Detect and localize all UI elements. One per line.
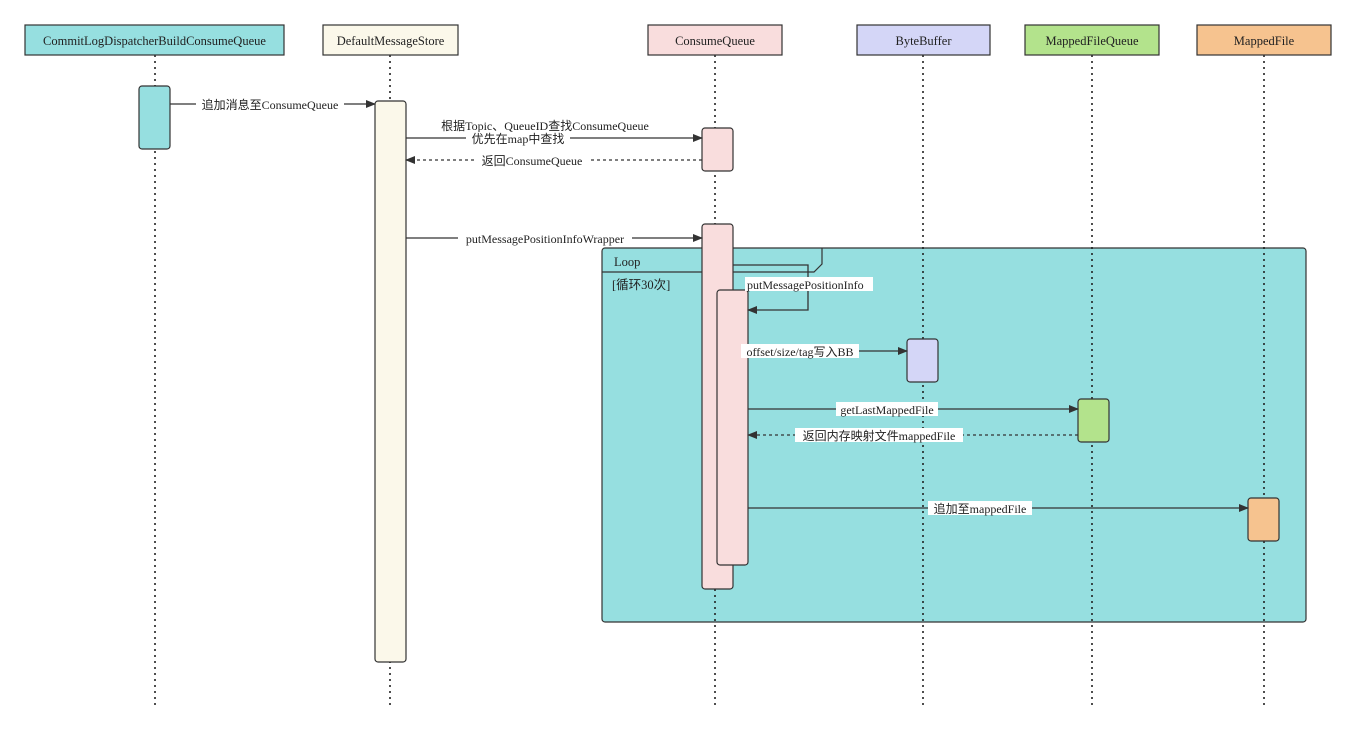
message-label: putMessagePositionInfoWrapper xyxy=(466,232,624,246)
participant-store-box xyxy=(322,24,459,56)
message-label: offset/size/tag写入BB xyxy=(746,345,853,359)
participant-commitlog-box xyxy=(24,24,285,56)
participant-mappedfile-label: MappedFile xyxy=(1234,34,1295,48)
message-append-mapped-file: 追加至mappedFile xyxy=(748,501,1249,516)
message-label: 追加消息至ConsumeQueue xyxy=(202,97,339,112)
participant-mappedfilequeue-label: MappedFileQueue xyxy=(1045,34,1138,48)
message-label-bg xyxy=(836,402,938,416)
activation-mappedfilequeue xyxy=(1077,398,1110,443)
participant-mappedfilequeue: MappedFileQueue xyxy=(1024,24,1160,56)
activation-consumequeue-put xyxy=(716,289,749,566)
message-label: 追加至mappedFile xyxy=(934,501,1027,516)
participant-store: DefaultMessageStore xyxy=(322,24,459,56)
participant-mappedfile: MappedFile xyxy=(1196,24,1332,56)
activations xyxy=(138,85,1280,663)
message-return-consumequeue: 返回ConsumeQueue xyxy=(405,153,702,168)
message-label-bg xyxy=(196,97,344,112)
message-label-bg xyxy=(928,501,1032,515)
participant-consumequeue-box xyxy=(647,24,783,56)
participant-store-label: DefaultMessageStore xyxy=(337,34,445,48)
activation-commitlog xyxy=(138,85,171,150)
message-find-consumequeue: 根据Topic、QueueID查找ConsumeQueue 优先在map中查找 xyxy=(406,119,703,146)
message-return-mapped-file: 返回内存映射文件mappedFile xyxy=(747,428,1078,443)
message-put-position-wrapper: putMessagePositionInfoWrapper xyxy=(406,231,703,246)
loop-condition: [循环30次] xyxy=(612,278,670,292)
participant-mappedfile-box xyxy=(1196,24,1332,56)
activation-mappedfile xyxy=(1247,497,1280,542)
message-label-bg xyxy=(458,231,632,245)
participant-commitlog: CommitLogDispatcherBuildConsumeQueue xyxy=(24,24,285,56)
message-append-to-consumequeue: 追加消息至ConsumeQueue xyxy=(170,97,376,112)
message-label: putMessagePositionInfo xyxy=(747,278,864,292)
activation-store xyxy=(374,100,407,663)
participant-consumequeue-label: ConsumeQueue xyxy=(675,34,755,48)
participant-bytebuffer-label: ByteBuffer xyxy=(895,34,952,48)
participant-bytebuffer: ByteBuffer xyxy=(856,24,991,56)
activation-consumequeue-lookup xyxy=(701,127,734,172)
participant-bytebuffer-box xyxy=(856,24,991,56)
message-write-bytebuffer: offset/size/tag写入BB xyxy=(741,344,908,359)
message-note: 优先在map中查找 xyxy=(472,131,565,146)
message-label-bg xyxy=(430,119,660,133)
message-label-bg xyxy=(741,344,859,358)
message-get-last-mapped-file: getLastMappedFile xyxy=(748,402,1079,417)
message-label: 返回内存映射文件mappedFile xyxy=(803,428,956,443)
message-label-bg xyxy=(795,428,963,442)
message-label: getLastMappedFile xyxy=(840,403,933,417)
message-label: 根据Topic、QueueID查找ConsumeQueue xyxy=(441,119,649,133)
message-put-position-self: putMessagePositionInfo xyxy=(733,264,873,314)
activation-bytebuffer xyxy=(906,338,939,383)
message-label: 返回ConsumeQueue xyxy=(482,154,583,168)
participant-commitlog-label: CommitLogDispatcherBuildConsumeQueue xyxy=(43,34,266,48)
message-label-bg xyxy=(476,153,588,167)
message-label-bg xyxy=(745,277,873,291)
loop-title: Loop xyxy=(614,255,640,269)
participant-mappedfilequeue-box xyxy=(1024,24,1160,56)
message-note-bg xyxy=(466,132,570,145)
participant-consumequeue: ConsumeQueue xyxy=(647,24,783,56)
